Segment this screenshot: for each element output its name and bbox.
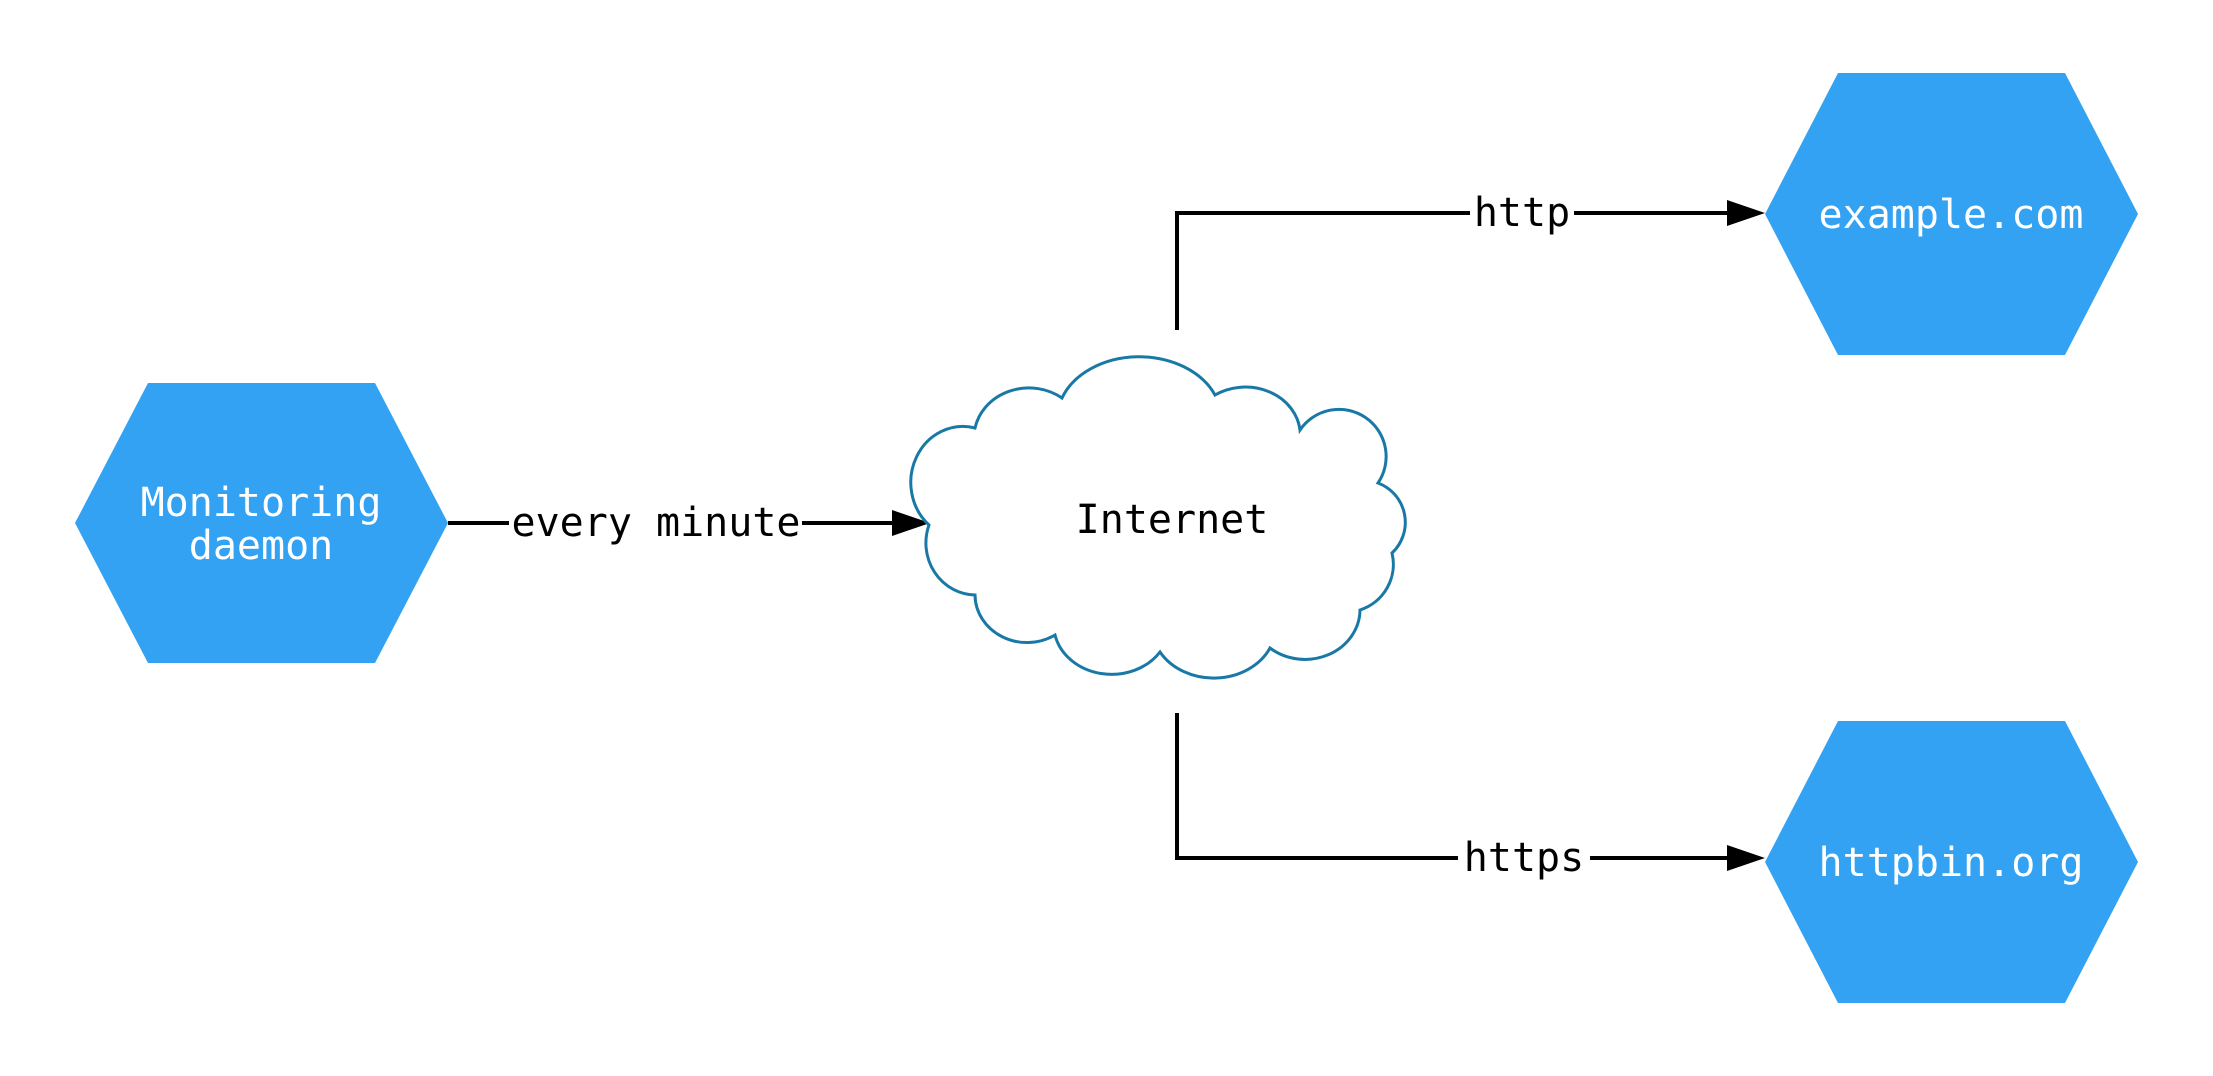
node-label-httpbin-org: httpbin.org: [1819, 840, 2084, 886]
arrowhead-icon: [1727, 845, 1765, 871]
node-label-internet: Internet: [1076, 497, 1269, 543]
node-label-example-com: example.com: [1819, 192, 2084, 238]
node-label-monitoring-daemon-line1: Monitoring: [141, 480, 382, 526]
node-httpbin-org: httpbin.org: [1765, 721, 2138, 1003]
node-internet: Internet: [909, 355, 1407, 680]
node-label-monitoring-daemon-line2: daemon: [189, 523, 334, 569]
hexagon-shape: [75, 383, 448, 663]
edge-daemon-to-internet: every minute: [448, 500, 930, 546]
edge-elbow-segment: [1175, 211, 1470, 330]
hexagon-shape: [1765, 721, 2138, 1003]
arrowhead-icon: [892, 510, 930, 536]
hexagon-shape: [1765, 73, 2138, 355]
edge-internet-to-example: http: [1175, 190, 1765, 330]
edge-elbow-segment: [1175, 713, 1458, 860]
node-monitoring-daemon: Monitoring daemon: [75, 383, 448, 663]
edge-label-https: https: [1464, 835, 1584, 881]
edge-internet-to-httpbin: https: [1175, 713, 1765, 881]
node-example-com: example.com: [1765, 73, 2138, 355]
edge-label-http: http: [1474, 190, 1570, 236]
cloud-shape: [909, 355, 1407, 680]
edge-label-every-minute: every minute: [512, 500, 801, 546]
arrowhead-icon: [1727, 200, 1765, 226]
